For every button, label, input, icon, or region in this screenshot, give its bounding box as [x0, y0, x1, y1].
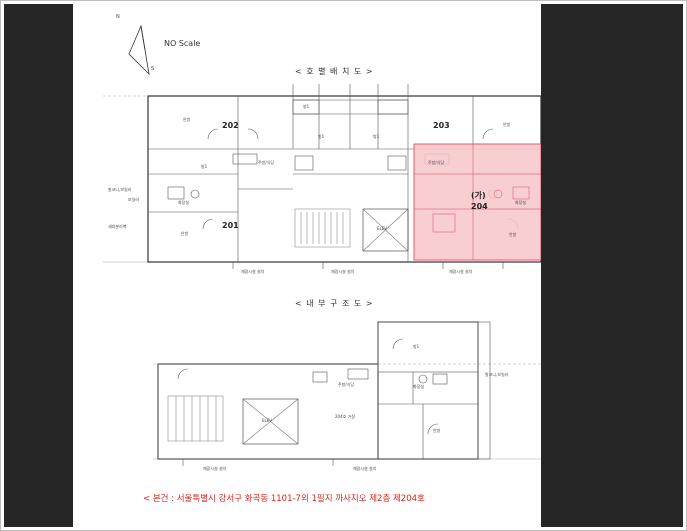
- room-label: 화장실: [178, 200, 190, 205]
- unit-204-highlight: [413, 143, 541, 261]
- bottom-note: 채광시설 설치: [203, 466, 227, 471]
- room-label: 방1: [373, 134, 380, 139]
- elevator-label: ELEV: [377, 226, 388, 231]
- room-label: 방1: [413, 344, 420, 349]
- room-label: 주방/식당: [428, 160, 445, 165]
- right-dark-margin: [541, 4, 683, 527]
- room-label: 안방: [181, 231, 189, 236]
- room-label: 안방: [509, 232, 517, 237]
- bottom-note: 채광시설 설치: [353, 466, 377, 471]
- room-label: 204호 거실: [335, 414, 355, 419]
- unit-204-label: 204: [471, 202, 488, 211]
- room-label: 방1: [303, 104, 310, 109]
- room-label: 주방/식당: [258, 160, 275, 165]
- room-label: 화장실: [413, 384, 425, 389]
- left-dark-margin: [4, 4, 73, 527]
- scale-note: NO Scale: [164, 39, 201, 48]
- unit-204-prefix: (가): [471, 191, 486, 200]
- bottom-floor-plan: [153, 321, 541, 466]
- room-label: 주방/식당: [338, 382, 355, 387]
- room-label: 방1: [318, 134, 325, 139]
- side-label: 발코니,보일러: [108, 187, 132, 192]
- document-page: N S NO Scale < 호 별 배 치 도 > 202 203 201 (…: [73, 4, 541, 527]
- side-label: 보일러: [128, 197, 140, 202]
- room-label: 안방: [433, 428, 441, 433]
- bottom-plan-title: < 내 부 구 조 도 >: [295, 299, 374, 308]
- room-label: 화장실: [515, 200, 527, 205]
- top-plan-title: < 호 별 배 치 도 >: [295, 67, 374, 76]
- unit-201-label: 201: [222, 221, 239, 230]
- plan-drawing: [103, 24, 541, 466]
- unit-203-label: 203: [433, 121, 450, 130]
- bottom-note: 채광시설 설치: [449, 269, 473, 274]
- north-arrow-icon: [128, 24, 150, 76]
- property-caption: < 본건 : 서울특별시 강서구 화곡동 1101-7외 1필지 까사지오 제2…: [143, 494, 425, 504]
- room-label: 방1: [201, 164, 208, 169]
- bottom-note: 채광시설 설치: [331, 269, 355, 274]
- room-label: 안방: [183, 117, 191, 122]
- room-label: 안방: [503, 122, 511, 127]
- unit-202-label: 202: [222, 121, 239, 130]
- north-label: N: [116, 14, 120, 20]
- bottom-note: 채광시설 설치: [241, 269, 265, 274]
- elevator-label: ELEV: [262, 418, 273, 423]
- side-label: 세대분리벽: [108, 224, 127, 229]
- south-label: S: [151, 66, 155, 72]
- side-label: 발코니,보일러: [485, 372, 509, 377]
- unit-204-lines: [414, 144, 541, 260]
